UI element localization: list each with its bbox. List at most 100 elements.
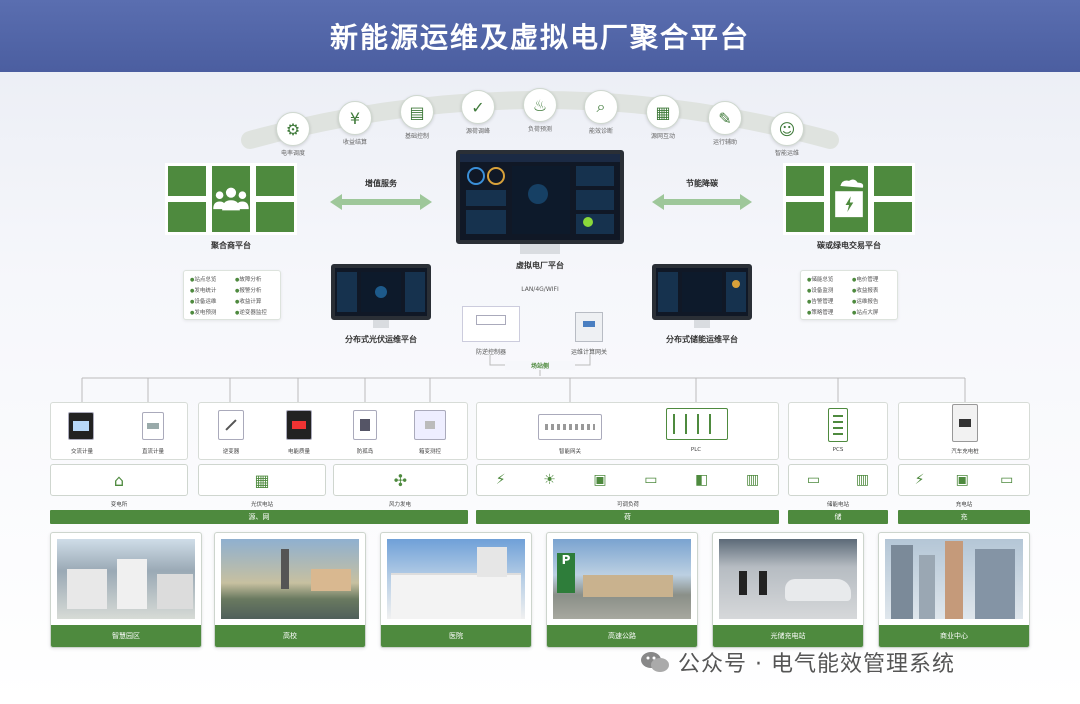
hospital-photo (387, 539, 525, 619)
charging-station-icon: ⚡ ▣ ▭ (898, 464, 1030, 496)
park-photo (57, 539, 195, 619)
anti-islanding-icon (353, 410, 377, 440)
wechat-icon (641, 652, 669, 672)
battery-pack-icon: ▭ (1000, 472, 1014, 488)
function-item-8: ✎ 运行辅助 (708, 101, 742, 146)
scene-label: 高速公路 (547, 625, 697, 647)
ac-unit-icon: ▭ (644, 472, 658, 488)
storage-platform-screen (652, 264, 752, 320)
scene-label: 医院 (381, 625, 531, 647)
sub-group-label: 储能电站 (826, 502, 849, 508)
pv-platform-label: 分布式光伏运维平台 (345, 335, 417, 344)
users-icon (209, 163, 253, 235)
value-added-label: 增值服务 (365, 179, 397, 188)
alarm-icon: ♨ (523, 88, 557, 122)
network-label: LAN/4G/WIFI (521, 286, 559, 293)
scene-label: 商业中心 (879, 625, 1029, 647)
bulb-icon: ☀ (543, 472, 556, 488)
watermark: 公众号 · 电气能效管理系统 (640, 646, 955, 678)
carbon-trade-tile (783, 163, 915, 235)
face-id-icon: ☺ (770, 112, 804, 146)
charger-pile-icon: ⚡ (914, 472, 925, 488)
function-item-7: ▦ 源网互动 (646, 95, 680, 140)
category-storage: 储 (788, 510, 888, 524)
cabinet-icon: ▣ (593, 472, 607, 488)
station-side-label: 场站侧 (505, 361, 575, 370)
function-item-3: ▤ 基础控制 (400, 95, 434, 140)
door-icon: ▥ (745, 472, 760, 488)
ev-charger-icon (952, 404, 978, 442)
highway-photo: P (553, 539, 691, 619)
adjustable-load-icon: ⚡ ☀ ▣ ▭ ◧ ▥ (476, 464, 779, 496)
gateway-label: 运维计算网关 (570, 349, 607, 356)
university-photo (221, 539, 359, 619)
function-item-9: ☺ 智能运维 (770, 112, 804, 157)
page-title: 新能源运维及虚拟电厂聚合平台 (329, 21, 750, 54)
monitor-check-icon: ✓ (461, 90, 495, 124)
plc-icon (666, 408, 728, 440)
container-icon: ▥ (855, 472, 870, 488)
carbon-feature-list: 储能总览 电价管理 设备监测 收益报表 告警管理 运维报告 策略管理 站点大屏 (800, 270, 898, 320)
device-label: 智能网关 (558, 449, 581, 455)
pv-monitor-neck (373, 320, 389, 328)
monitor-neck (520, 244, 560, 254)
ac-meter-icon (68, 412, 94, 440)
blocks-icon: ▦ (646, 95, 680, 129)
function-item-5: ♨ 负荷预测 (523, 88, 557, 133)
commercial-photo (885, 539, 1023, 619)
smart-gateway-icon (538, 414, 602, 440)
device-label: 逆变器 (222, 449, 240, 455)
scene-card-commercial: 商业中心 (878, 532, 1030, 648)
device-label: 汽车充电桩 (951, 449, 979, 455)
device-label: PCS (832, 447, 844, 453)
category-charging: 充 (898, 510, 1030, 524)
storage-station-icon: ▭ ▥ (788, 464, 888, 496)
device-label: 电能质量 (287, 449, 310, 455)
left-double-arrow (330, 194, 432, 210)
dc-meter-icon (142, 412, 164, 440)
car-icon: ▣ (955, 472, 969, 488)
sub-group-label: 变电所 (110, 502, 128, 508)
scene-card-hospital: 医院 (380, 532, 532, 648)
scene-label: 高校 (215, 625, 365, 647)
vpp-dashboard-screen (456, 150, 624, 244)
search-chart-icon: ⌕ (584, 90, 618, 124)
wind-turbine-icon: ✣ (333, 464, 468, 496)
device-label: 交流计量 (70, 449, 93, 455)
function-item-1: ⚙ 电率调度 (276, 112, 310, 157)
box-transformer-icon (414, 410, 446, 440)
watermark-text: 公众号 · 电气能效管理系统 (678, 652, 955, 677)
battery-icon: ▭ (806, 472, 821, 488)
function-item-6: ⌕ 能效诊断 (584, 90, 618, 135)
aggregator-label: 聚合商平台 (211, 241, 251, 250)
right-double-arrow (652, 194, 752, 210)
function-item-2: ¥ 收益结算 (338, 101, 372, 146)
sub-group-label: 充电站 (955, 502, 973, 508)
charging-photo (719, 539, 857, 619)
gear-icon: ⚙ (276, 112, 310, 146)
device-group-load (476, 402, 779, 460)
device-label: 防孤岛 (356, 449, 374, 455)
function-item-4: ✓ 源荷调峰 (461, 90, 495, 135)
controller-label: 防逆控制器 (475, 349, 506, 356)
factory-icon (827, 163, 871, 235)
scene-label: 光储充电站 (713, 625, 863, 647)
charger-icon: ⚡ (495, 472, 506, 488)
category-load: 荷 (476, 510, 779, 524)
scene-card-university: 高校 (214, 532, 366, 648)
inverter-icon (218, 410, 244, 440)
header-banner: 新能源运维及虚拟电厂聚合平台 (0, 0, 1080, 72)
scene-card-charging-station: 光储充电站 (712, 532, 864, 648)
aggregator-tile (165, 163, 297, 235)
energy-saving-label: 节能降碳 (686, 179, 718, 188)
generator-icon: ◧ (695, 472, 709, 488)
scene-card-park: 智慧园区 (50, 532, 202, 648)
storage-platform-label: 分布式储能运维平台 (666, 335, 738, 344)
substation-icon: ⌂ (50, 464, 188, 496)
carbon-trade-label: 碳或绿电交易平台 (817, 241, 881, 250)
sub-group-label: 光伏电站 (250, 502, 273, 508)
device-label: 箱变测控 (418, 449, 441, 455)
gateway-device (575, 312, 603, 342)
pv-platform-screen (331, 264, 431, 320)
money-bag-icon: ¥ (338, 101, 372, 135)
